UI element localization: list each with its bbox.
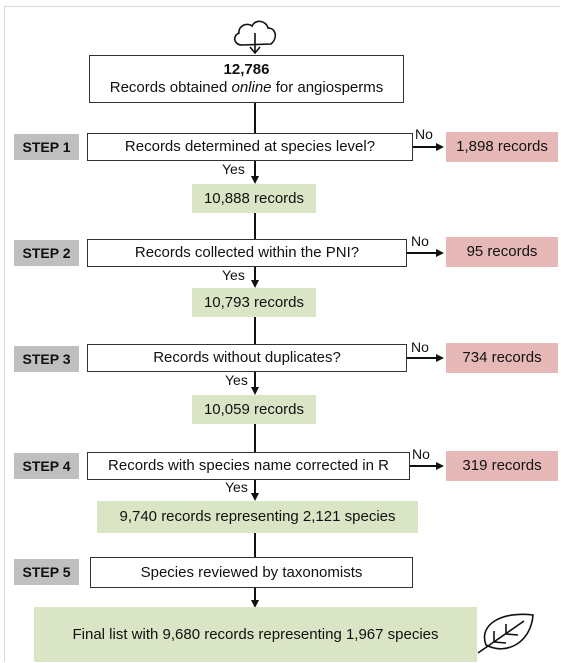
step-1-label: STEP 1: [14, 134, 79, 160]
step-4-question: Records with species name corrected in R: [87, 452, 410, 480]
step-5-label: STEP 5: [14, 559, 79, 585]
step-1-rejected: 1,898 records: [446, 132, 558, 162]
step-4-label: STEP 4: [14, 453, 79, 479]
step-2-yes-label: Yes: [222, 267, 245, 283]
step-2-label: STEP 2: [14, 240, 79, 266]
step-4-yes-label: Yes: [225, 479, 248, 495]
step-2-rejected: 95 records: [446, 237, 558, 267]
step-3-question: Records without duplicates?: [87, 344, 407, 372]
step-3-label: STEP 3: [14, 346, 79, 372]
step-2-kept: 10,793 records: [192, 288, 316, 317]
start-box: 12,786 Records obtained online for angio…: [89, 55, 404, 103]
step-1-yes-label: Yes: [222, 161, 245, 177]
step-4-no-label: No: [412, 446, 430, 462]
step-1-question: Records determined at species level?: [87, 133, 413, 161]
step-1-no-label: No: [415, 126, 433, 142]
step-4-kept: 9,740 records representing 2,121 species: [97, 501, 418, 533]
step-5-review: Species reviewed by taxonomists: [90, 557, 413, 588]
cloud-download-icon: [233, 20, 277, 55]
step-4-rejected: 319 records: [446, 451, 558, 481]
start-count: 12,786: [223, 61, 270, 78]
step-3-kept: 10,059 records: [192, 395, 316, 424]
final-list: Final list with 9,680 records representi…: [34, 607, 477, 662]
step-2-no-label: No: [411, 233, 429, 249]
step-3-yes-label: Yes: [225, 372, 248, 388]
step-1-kept: 10,888 records: [192, 184, 316, 213]
start-description: Records obtained online for angiosperms: [109, 79, 384, 96]
step-2-question: Records collected within the PNI?: [87, 239, 407, 267]
step-3-no-label: No: [411, 339, 429, 355]
step-3-rejected: 734 records: [446, 343, 558, 373]
frame-border: [4, 6, 560, 662]
leaf-icon: [477, 613, 534, 654]
